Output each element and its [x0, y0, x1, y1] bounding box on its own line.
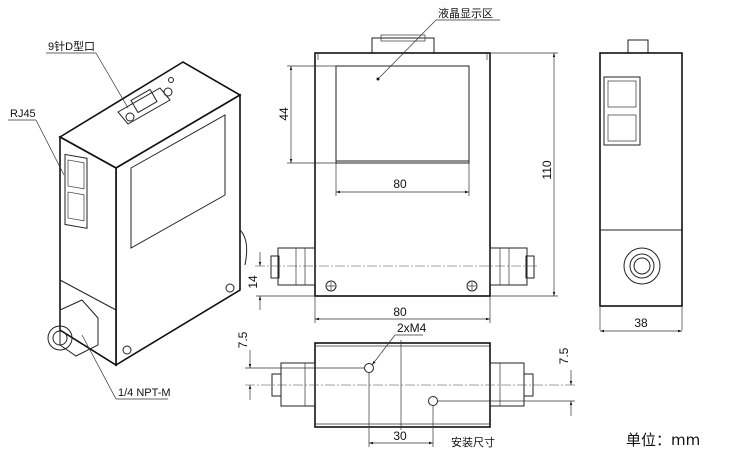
iso-lcd-window	[130, 114, 226, 249]
dim-lcd-height: 44	[277, 107, 291, 121]
dim-body-width: 80	[393, 305, 407, 319]
bottom-fitting-right	[489, 362, 534, 407]
front-fitting-right	[489, 247, 535, 286]
svg-text:9针D型口: 9针D型口	[48, 39, 95, 53]
isometric-view	[47, 61, 248, 367]
label-screws: 2xM4	[371, 321, 427, 366]
dim-fitting-center: 14	[246, 275, 260, 289]
front-lcd-window	[335, 65, 470, 164]
label-unit: 单位：mm	[626, 431, 700, 449]
front-fitting-left	[270, 247, 316, 286]
side-view: 38	[599, 39, 683, 333]
front-view: 44 80 110 14 80	[246, 34, 558, 323]
front-screw-left	[325, 280, 337, 292]
label-npt: 1/4 NPT-M	[81, 334, 171, 400]
side-fitting	[623, 247, 661, 285]
dim-hole-spacing: 30	[393, 429, 407, 443]
side-rj45-ports	[603, 76, 641, 146]
label-lcd: 液晶显示区	[377, 6, 500, 80]
svg-text:2xM4: 2xM4	[397, 321, 427, 335]
label-dsub: 9针D型口	[46, 39, 129, 109]
front-screw-right	[466, 280, 478, 292]
dim-lcd-width: 80	[393, 177, 407, 191]
label-rj45: RJ45	[8, 108, 65, 176]
bottom-view: 7.5 7.5 30	[236, 331, 575, 447]
svg-text:RJ45: RJ45	[10, 108, 36, 120]
iso-dsub-connector	[117, 77, 174, 125]
iso-fitting	[47, 299, 99, 357]
svg-text:1/4 NPT-M: 1/4 NPT-M	[118, 387, 171, 399]
iso-rj45-ports	[64, 153, 88, 229]
dim-side-depth: 38	[634, 316, 648, 330]
dim-hole-offset-left: 7.5	[236, 331, 250, 348]
label-mounting: 安装尺寸	[451, 435, 495, 449]
bottom-fitting-left	[271, 362, 316, 407]
svg-text:液晶显示区: 液晶显示区	[438, 6, 493, 20]
dim-hole-offset-right: 7.5	[557, 347, 571, 364]
dim-total-height: 110	[540, 160, 554, 179]
